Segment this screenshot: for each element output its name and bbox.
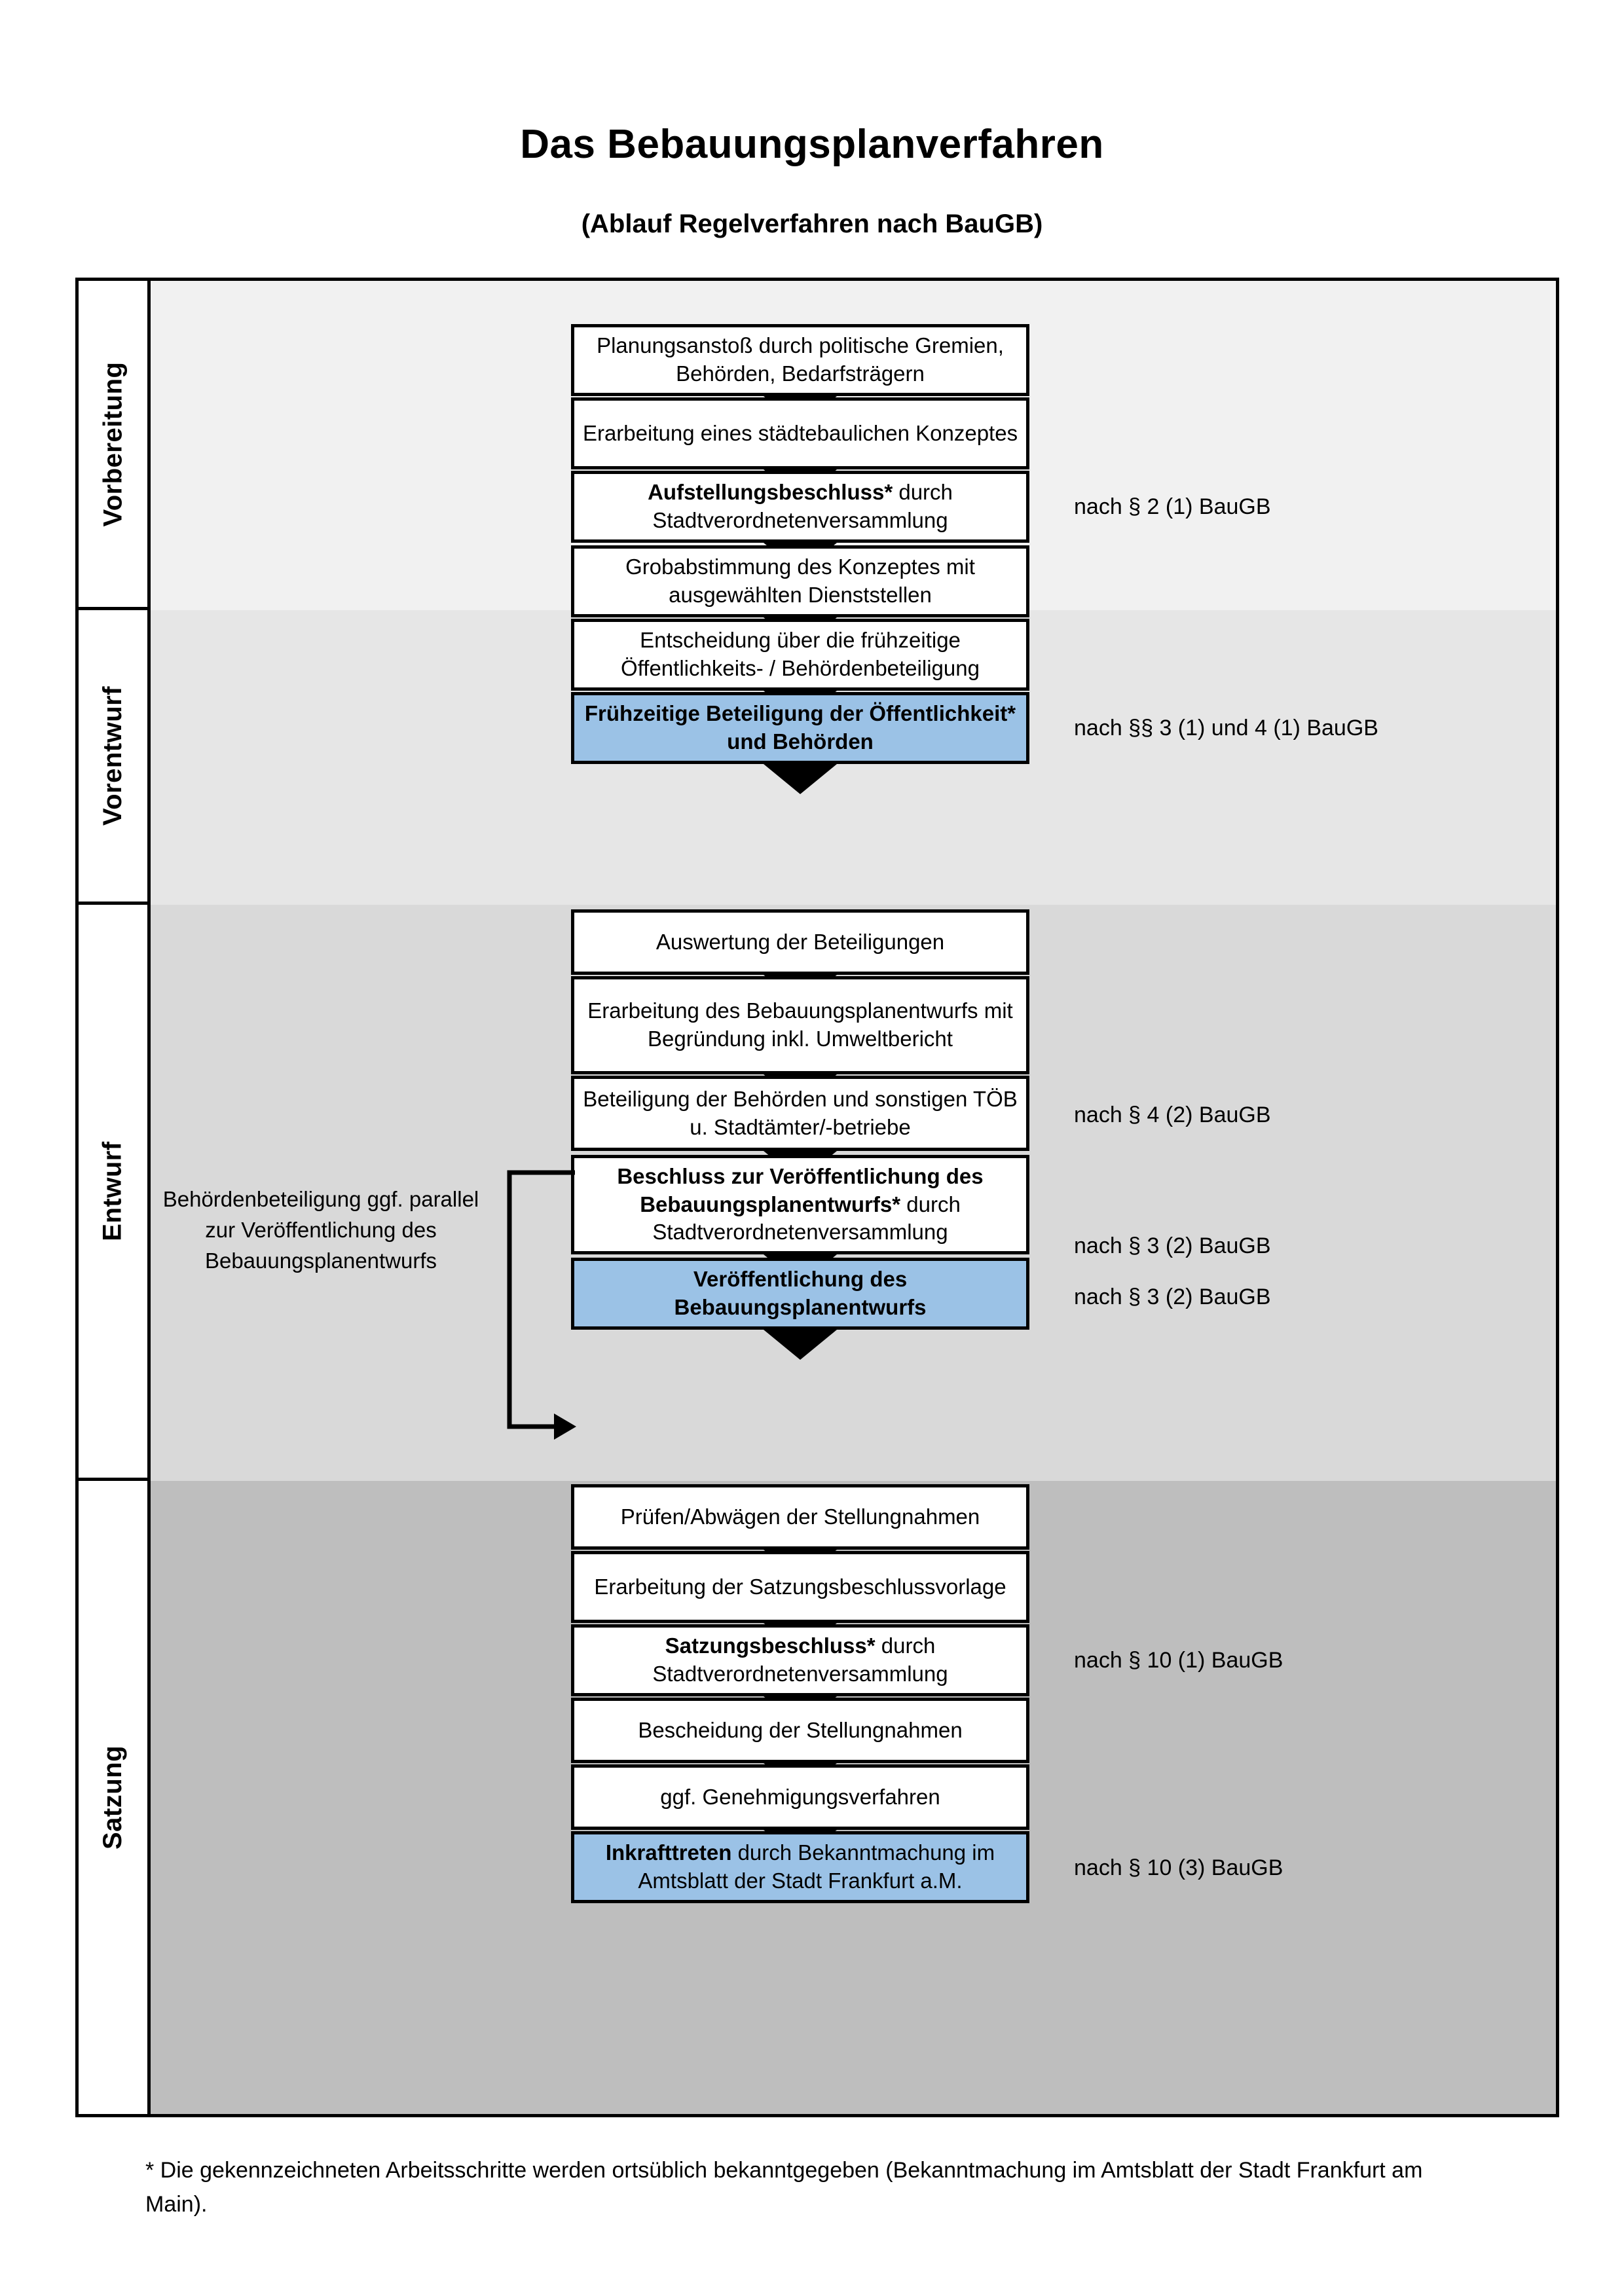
legal-ref-beschluss-veroeffentlichung: nach § 3 (2) BauGB [1074, 1233, 1271, 1258]
legal-ref-inkrafttreten: nach § 10 (3) BauGB [1074, 1855, 1283, 1880]
flow-node-entscheidung-fruehzeitige: Entscheidung über die frühzeitige Öffent… [571, 619, 1029, 691]
node-text: Grobabstimmung des Konzeptes mit ausgewä… [625, 555, 975, 607]
flow-node-satzungsbeschluss: Satzungsbeschluss* durch Stadtverordnete… [571, 1624, 1029, 1696]
legal-ref-veroeffentlichung: nach § 3 (2) BauGB [1074, 1285, 1271, 1309]
legal-ref-aufstellungsbeschluss: nach § 2 (1) BauGB [1074, 494, 1271, 519]
page-title: Das Bebauungsplanverfahren [520, 122, 1104, 167]
legal-ref-satzungsbeschluss: nach § 10 (1) BauGB [1074, 1648, 1283, 1673]
phase-label-vorbereitung: Vorbereitung [98, 361, 127, 526]
flow-node-aufstellungsbeschluss: Aufstellungsbeschluss* durch Stadtverord… [571, 471, 1029, 543]
flow-node-erarbeitung-entwurf: Erarbeitung des Bebauungsplanentwurfs mi… [571, 976, 1029, 1074]
node-text: durch Stadtverordnetenversammlung [652, 480, 953, 532]
node-text: durch Bekanntmachung im Amtsblatt der St… [638, 1840, 995, 1893]
phase-cell-vorentwurf: Vorentwurf [79, 610, 151, 905]
node-bold-text: Frühzeitige Beteiligung der Öffentlichke… [584, 701, 1016, 754]
node-bold-text: Aufstellungsbeschluss* [648, 480, 893, 505]
node-text: Erarbeitung der Satzungsbeschlussvorlage [594, 1574, 1006, 1599]
flow-node-veroeffentlichung: Veröffentlichung des Bebauungsplanentwur… [571, 1258, 1029, 1330]
node-bold-text: Veröffentlichung des Bebauungsplanentwur… [674, 1267, 927, 1319]
phase-label-satzung: Satzung [98, 1745, 128, 1850]
arrow-down-icon [764, 1330, 837, 1360]
legal-ref-beteiligung-behoerden: nach § 4 (2) BauGB [1074, 1102, 1271, 1127]
node-text: Planungsanstoß durch politische Gremien,… [597, 333, 1004, 386]
node-text: Erarbeitung eines städtebaulichen Konzep… [582, 420, 1018, 445]
node-text: Bescheidung der Stellungnahmen [638, 1717, 963, 1742]
node-bold-text: Inkrafttreten [605, 1840, 732, 1865]
flow-node-beschluss-veroeffentlichung: Beschluss zur Veröffentlichung des Bebau… [571, 1155, 1029, 1254]
flow-node-beteiligung-behoerden: Beteiligung der Behörden und sonstigen T… [571, 1076, 1029, 1151]
node-text: Beteiligung der Behörden und sonstigen T… [583, 1086, 1018, 1139]
phase-cell-satzung: Satzung [79, 1481, 151, 2114]
flow-node-satzungsbeschlussvorlage: Erarbeitung der Satzungsbeschlussvorlage [571, 1551, 1029, 1623]
flow-node-staedtebauliches-konzept: Erarbeitung eines städtebaulichen Konzep… [571, 397, 1029, 469]
node-bold-text: Beschluss zur Veröffentlichung des Bebau… [617, 1163, 984, 1216]
node-text: durch Stadtverordnetenversammlung [652, 1633, 948, 1686]
phase-label-entwurf: Entwurf [98, 1141, 127, 1241]
node-text: Auswertung der Beteiligungen [655, 929, 945, 954]
phase-label-vorentwurf: Vorentwurf [98, 685, 127, 826]
flow-node-pruefen-abwaegen: Prüfen/Abwägen der Stellungnahmen [571, 1484, 1029, 1550]
flow-node-genehmigungsverfahren: ggf. Genehmigungsverfahren [571, 1764, 1029, 1830]
phase-cell-vorbereitung: Vorbereitung [79, 281, 151, 610]
flow-node-fruehzeitige-beteiligung: Frühzeitige Beteiligung der Öffentlichke… [571, 692, 1029, 764]
node-bold-text: Satzungsbeschluss* [665, 1633, 876, 1658]
flow-node-auswertung-beteiligungen: Auswertung der Beteiligungen [571, 909, 1029, 975]
sidenote-parallel-process: Behördenbeteiligung ggf. parallel zur Ve… [162, 1187, 479, 1273]
arrow-down-icon [764, 764, 837, 794]
flow-node-inkrafttreten: Inkrafttreten durch Bekanntmachung im Am… [571, 1831, 1029, 1903]
node-text: Prüfen/Abwägen der Stellungnahmen [620, 1504, 980, 1529]
page-subtitle: (Ablauf Regelverfahren nach BauGB) [581, 210, 1043, 238]
flow-node-grobabstimmung: Grobabstimmung des Konzeptes mit ausgewä… [571, 545, 1029, 617]
flowchart-frame: Vorbereitung Vorentwurf Entwurf Satzung … [75, 278, 1559, 2117]
node-text: durch Stadtverordnetenversammlung [652, 1192, 961, 1245]
node-text: Entscheidung über die frühzeitige Öffent… [621, 628, 980, 680]
footnote: * Die gekennzeichneten Arbeitsschritte w… [145, 2158, 1423, 2217]
flow-node-bescheidung-stellungnahmen: Bescheidung der Stellungnahmen [571, 1698, 1029, 1763]
node-text: ggf. Genehmigungsverfahren [660, 1784, 940, 1809]
phase-cell-entwurf: Entwurf [79, 905, 151, 1481]
flow-node-planungsanstoss: Planungsanstoß durch politische Gremien,… [571, 324, 1029, 396]
node-text: Erarbeitung des Bebauungsplanentwurfs mi… [587, 998, 1013, 1051]
legal-ref-fruehzeitige-beteiligung: nach §§ 3 (1) und 4 (1) BauGB [1074, 716, 1378, 740]
